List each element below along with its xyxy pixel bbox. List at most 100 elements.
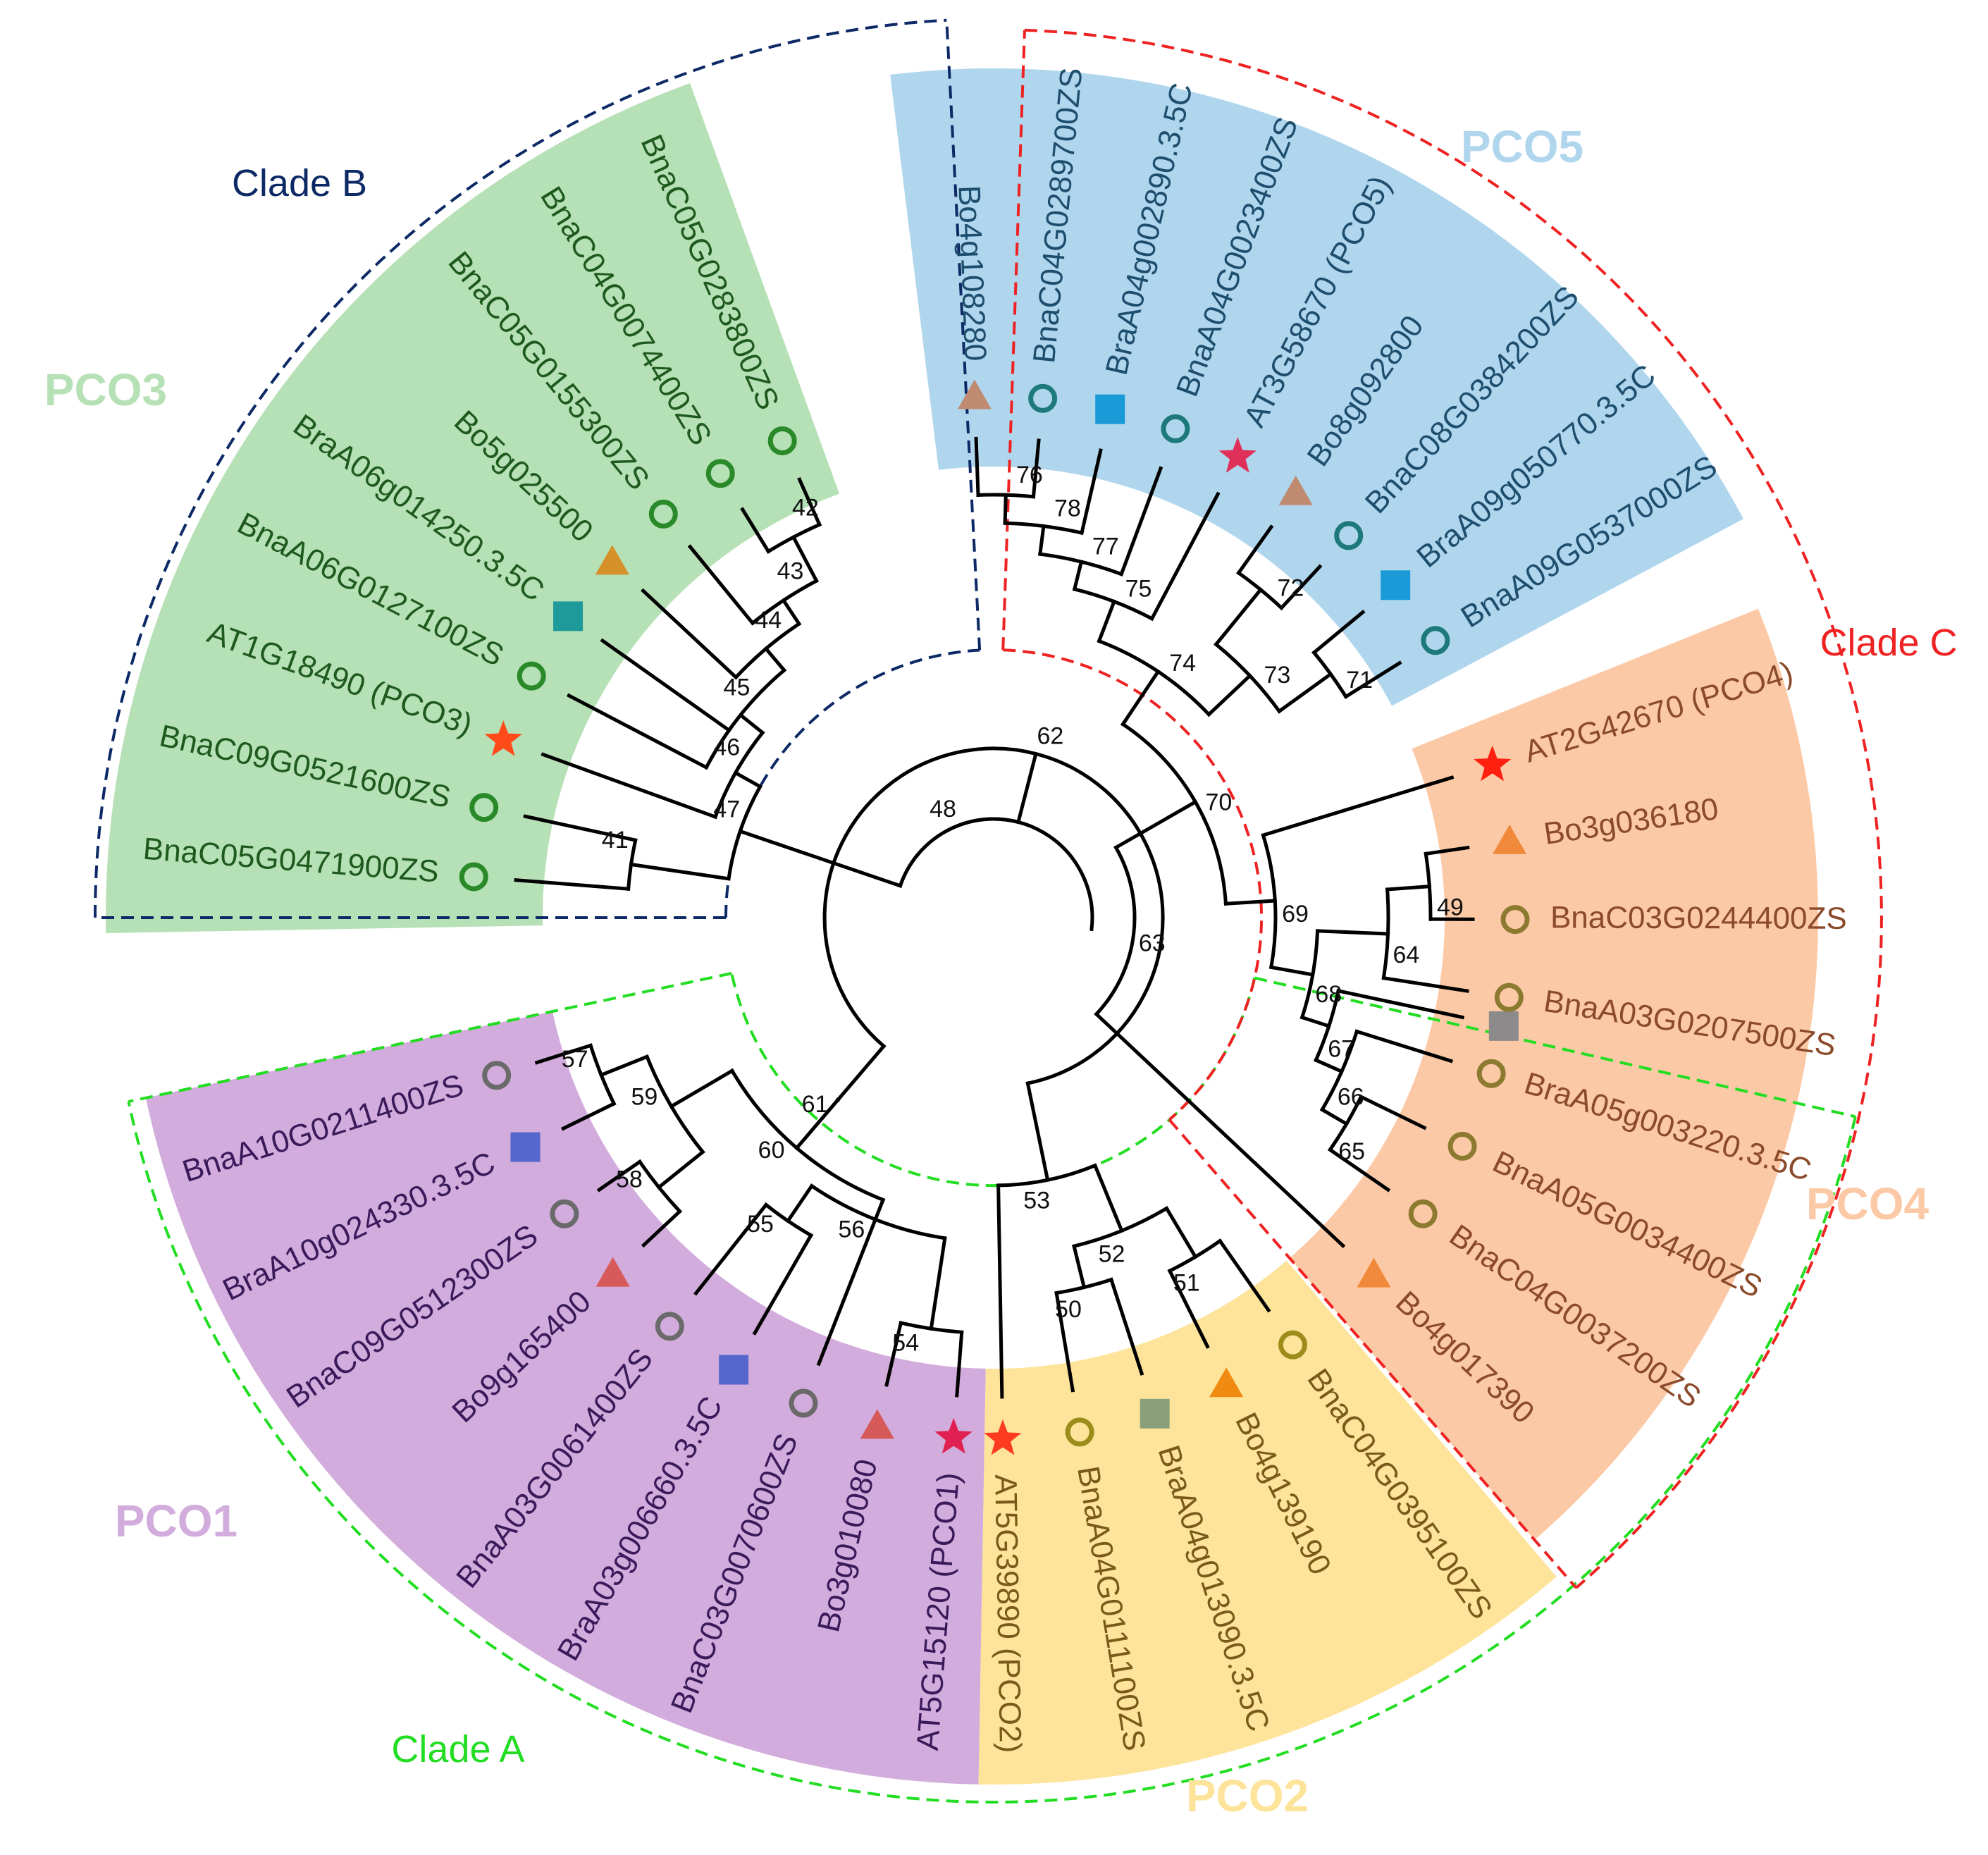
branch-radial [740, 507, 771, 554]
node-support-label: 75 [1125, 575, 1152, 602]
circle-marker-icon [1161, 414, 1190, 443]
circle-marker-icon [705, 459, 735, 488]
node-support-label: 44 [755, 607, 782, 634]
branch-arc [1094, 845, 1137, 1017]
branch-radial [1109, 1277, 1144, 1376]
branch-radial [1327, 1147, 1391, 1192]
clade-boundaries [94, 18, 1883, 1804]
leaf-label: AT5G39890 (PCO2) [988, 1474, 1027, 1753]
node-support-label: 58 [616, 1166, 643, 1193]
circle-marker-icon [1408, 1199, 1438, 1228]
branch-radial [629, 862, 731, 881]
branch-radial [1385, 884, 1432, 892]
branch-radial [929, 1235, 947, 1331]
clade-boundary-clade-a [127, 972, 1857, 1804]
branch-arc [1038, 552, 1124, 577]
branch-radial [794, 1097, 841, 1151]
branch-radial [955, 1330, 964, 1398]
branch-radial [1025, 1081, 1050, 1183]
branch-radial [1278, 564, 1323, 611]
star-marker-icon [934, 1417, 973, 1454]
node-support-label: 66 [1338, 1084, 1364, 1111]
circle-marker-icon [469, 793, 499, 822]
branch-radial [1311, 610, 1366, 655]
clade-label: Clade A [391, 1728, 524, 1770]
sector-pco2 [978, 1260, 1557, 1785]
branch-radial [1113, 799, 1198, 850]
root-arc [944, 817, 1094, 932]
circle-marker-icon [1065, 1417, 1094, 1447]
node-support-label: 76 [1016, 462, 1043, 488]
leaf-label: Bo4g108280 [951, 185, 992, 362]
leaf [1488, 1011, 1519, 1041]
node-support-label: 50 [1055, 1296, 1082, 1323]
branch-radial [1120, 669, 1161, 727]
sector-pco1 [145, 1011, 986, 1785]
square-marker-icon [553, 601, 584, 631]
group-label-pco3: PCO3 [44, 364, 167, 415]
node-support-label: 71 [1346, 667, 1373, 694]
branch-radial [797, 477, 822, 527]
branch-radial [1223, 899, 1277, 906]
branch-radial [1080, 448, 1103, 536]
node-support-label: 65 [1338, 1138, 1365, 1165]
branch-radial [1072, 560, 1084, 591]
node-support-label: 52 [1099, 1241, 1125, 1268]
branch-arc [822, 746, 1165, 1086]
node-support-label: 69 [1282, 901, 1309, 928]
circle-marker-icon [1476, 1059, 1506, 1088]
node-support-label: 43 [777, 558, 804, 585]
circle-marker-icon [482, 1061, 512, 1090]
group-label-pco4: PCO4 [1806, 1178, 1930, 1229]
leaf: AT5G39890 (PCO2) [984, 1419, 1027, 1754]
clade-boundary-clade-c [1001, 28, 1883, 1589]
node-support-label: 62 [1037, 722, 1063, 749]
branch-radial [1092, 1163, 1125, 1233]
branch-radial [1038, 524, 1046, 556]
branch-radial [1276, 671, 1333, 714]
branch-radial [1119, 466, 1163, 577]
node-support-label: 78 [1054, 495, 1081, 522]
branch-radial [1217, 1238, 1271, 1313]
branch-radial [738, 829, 903, 889]
branch-radial [1163, 1206, 1198, 1259]
node-support-label: 64 [1393, 942, 1420, 968]
triangle-marker-icon [1493, 824, 1527, 854]
branch-arc [1003, 521, 1084, 536]
triangle-marker-icon [595, 1257, 630, 1287]
square-marker-icon [1095, 394, 1125, 424]
branch-radial [1319, 1107, 1350, 1127]
circle-marker-icon [1447, 1131, 1477, 1161]
triangle-marker-icon [1278, 475, 1313, 505]
node-support-label: 49 [1437, 894, 1464, 921]
branch-radial [1236, 524, 1274, 576]
node-support-label: 72 [1278, 574, 1304, 601]
branch-radial [514, 877, 631, 891]
triangle-marker-icon [1357, 1257, 1391, 1288]
star-marker-icon [1218, 437, 1257, 473]
node-support-label: 53 [1023, 1187, 1050, 1214]
branch-radial [835, 1043, 887, 1102]
node-support-label: 68 [1315, 981, 1342, 1008]
branch-radial [1336, 988, 1465, 1020]
node-support-label: 74 [1169, 650, 1196, 677]
branch-arc [1072, 586, 1154, 622]
group-label-pco5: PCO5 [1461, 121, 1583, 172]
leaf: Bo4g108280 [951, 185, 992, 409]
node-support-label: 48 [930, 796, 956, 822]
circle-marker-icon [1334, 521, 1364, 550]
branch-radial [1097, 599, 1117, 643]
node-support-label: 51 [1173, 1269, 1200, 1296]
node-support-label: 60 [758, 1137, 785, 1164]
node-support-label: 42 [792, 495, 819, 522]
branch-radial [884, 1321, 903, 1387]
node-support-label: 55 [747, 1211, 774, 1238]
branch-radial [523, 814, 638, 843]
branch-radial [560, 1101, 617, 1131]
group-sectors [106, 68, 1818, 1785]
branch-radial [641, 1209, 683, 1248]
branch-radial [1054, 1290, 1075, 1393]
branch-radial [641, 588, 739, 680]
